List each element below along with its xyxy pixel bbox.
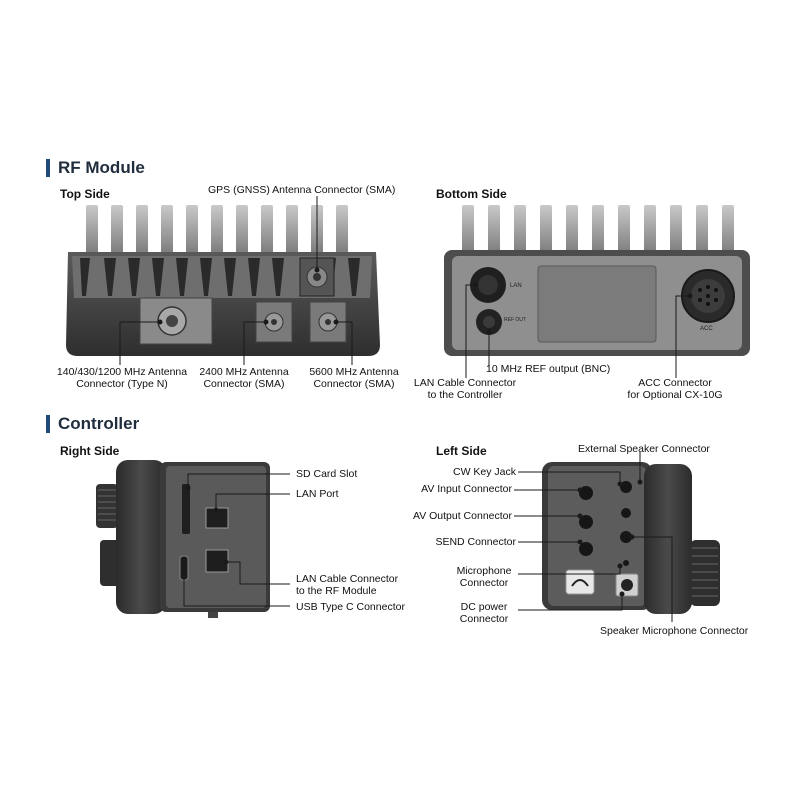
acc-connector-label: ACC Connector for Optional CX-10G <box>627 377 723 401</box>
send-label: SEND Connector <box>435 536 516 548</box>
dc-power-label: DC power Connector <box>459 601 509 625</box>
lan-cable-ctrl-label: LAN Cable Connector to the RF Module <box>296 573 399 597</box>
usb-label: USB Type C Connector <box>296 601 405 613</box>
leader-dots <box>157 267 693 597</box>
controller-title: Controller <box>46 415 139 433</box>
antenna-5600-label: 5600 MHz Antenna Connector (SMA) <box>309 366 399 390</box>
leader-lines <box>119 196 690 622</box>
top-heatsink-fins <box>86 205 348 253</box>
ext-speaker-label: External Speaker Connector <box>578 443 710 455</box>
microphone-label: Microphone Connector <box>456 565 512 589</box>
left-side-title: Left Side <box>436 444 487 458</box>
top-fin-grooves <box>80 258 360 296</box>
controller-left-side-device <box>542 462 720 614</box>
av-input-label: AV Input Connector <box>421 483 512 495</box>
cw-key-label: CW Key Jack <box>452 466 516 478</box>
antenna-2400-label: 2400 MHz Antenna Connector (SMA) <box>199 366 289 390</box>
printed-acc-text: ACC <box>700 326 713 332</box>
lan-cable-rf-label: LAN Cable Connector to the Controller <box>413 377 517 401</box>
sd-card-label: SD Card Slot <box>296 468 358 480</box>
rf-top-side-device <box>66 205 380 356</box>
av-output-label: AV Output Connector <box>412 510 512 522</box>
top-side-title: Top Side <box>60 187 110 201</box>
controller-right-side-device <box>96 460 270 618</box>
rf-bottom-side-device: LAN REF OUT ACC <box>444 205 750 356</box>
bottom-side-title: Bottom Side <box>436 187 507 201</box>
printed-lan-text: LAN <box>510 283 522 289</box>
main-antenna-label: 140/430/1200 MHz Antenna Connector (Type… <box>56 366 188 390</box>
spk-mic-label: Speaker Microphone Connector <box>600 625 749 637</box>
printed-ref-text: REF OUT <box>504 317 526 323</box>
ref-output-label: 10 MHz REF output (BNC) <box>486 363 611 375</box>
lan-port-label: LAN Port <box>296 488 339 500</box>
gps-antenna-label: GPS (GNSS) Antenna Connector (SMA) <box>208 184 396 196</box>
right-side-title: Right Side <box>60 444 120 458</box>
rf-module-title: RF Module <box>46 159 145 177</box>
